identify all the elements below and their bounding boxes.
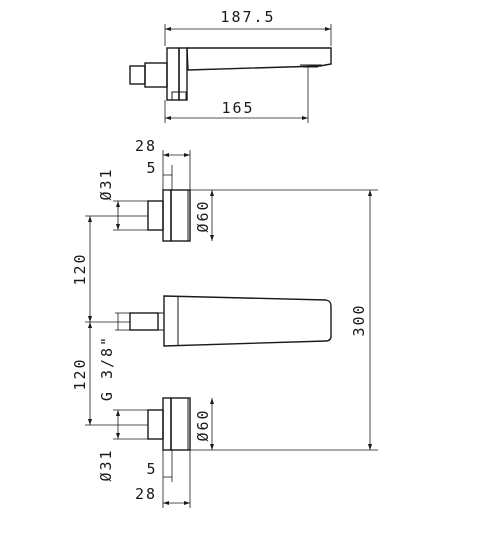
spout-connector [129, 312, 159, 331]
label-lower-flange-step: 5 [146, 460, 157, 478]
label-lower-flange-depth: 28 [135, 485, 157, 503]
spout-body [163, 295, 332, 347]
label-total-length: 187.5 [220, 8, 275, 26]
lower-flange [170, 397, 191, 451]
top-view: 187.5 165 [129, 8, 332, 123]
top-spout-body [186, 47, 332, 71]
label-lower-spacing: 120 [71, 357, 89, 390]
label-upper-flange-step: 5 [146, 159, 157, 177]
upper-stem [147, 200, 164, 231]
label-overall-height: 300 [350, 303, 368, 336]
lower-flange-plate [162, 397, 172, 451]
label-upper-flange-diameter: Ø60 [194, 199, 212, 232]
label-upper-flange-depth: 28 [135, 137, 157, 155]
label-spout-length: 165 [221, 99, 254, 117]
label-thread-size: G 3/8" [98, 335, 116, 401]
upper-flange-plate [162, 189, 172, 242]
label-upper-spacing: 120 [71, 252, 89, 285]
lower-stem [147, 409, 164, 440]
top-handle-collar [144, 62, 168, 88]
label-upper-stem-diameter: Ø31 [97, 167, 115, 200]
label-lower-flange-diameter: Ø60 [194, 408, 212, 441]
front-view: 28 5 Ø31 Ø60 120 [71, 137, 378, 508]
upper-flange [170, 189, 191, 242]
top-handle-stem [129, 65, 146, 85]
label-lower-stem-diameter: Ø31 [97, 448, 115, 481]
